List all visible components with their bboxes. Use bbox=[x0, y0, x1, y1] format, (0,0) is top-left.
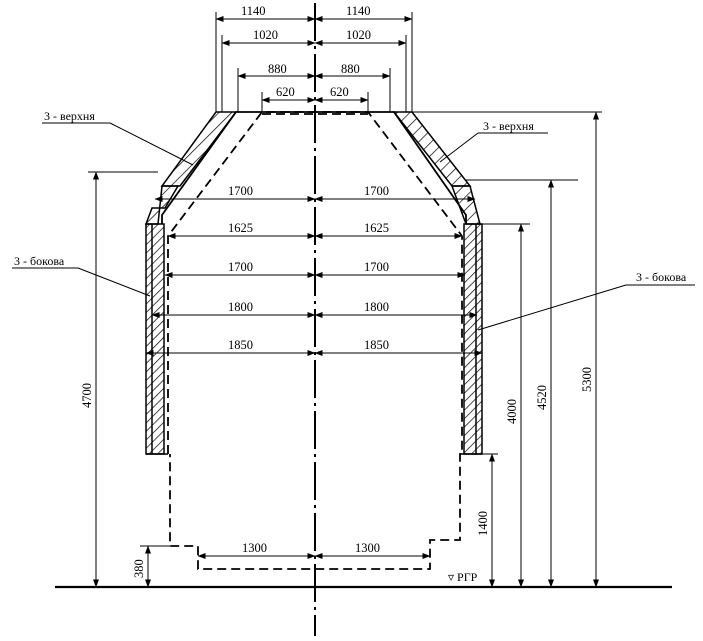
dim-1850-left-label: 1850 bbox=[228, 338, 253, 352]
dim-5300: 5300 bbox=[580, 111, 599, 588]
dim-1020-right-label: 1020 bbox=[346, 28, 371, 42]
dim-1700a-left-label: 1700 bbox=[228, 184, 253, 198]
dim-1850-right-label: 1850 bbox=[364, 338, 389, 352]
dim-5300-label: 5300 bbox=[580, 367, 594, 392]
label-side-right: 3 - бокова bbox=[636, 270, 687, 284]
dim-1300-right-label: 1300 bbox=[355, 541, 380, 555]
dim-1700b-left-label: 1700 bbox=[228, 260, 253, 274]
reinforcement-top-left bbox=[160, 111, 238, 187]
ground-label: ▿ РГР bbox=[448, 570, 478, 584]
dim-4700-label: 4700 bbox=[80, 383, 94, 408]
dim-1700a-right-label: 1700 bbox=[364, 184, 389, 198]
reinforcement-top-right bbox=[392, 111, 472, 187]
leader-side-left: 3 - бокова bbox=[12, 254, 151, 297]
dim-1850: 1850 1850 bbox=[145, 338, 483, 356]
dim-1625-right-label: 1625 bbox=[364, 221, 389, 235]
dim-1020: 1020 1020 bbox=[221, 28, 407, 46]
dim-4700: 4700 bbox=[80, 171, 99, 588]
dim-4000: 4000 bbox=[505, 223, 524, 588]
reinforcement-side-left bbox=[145, 223, 165, 455]
dim-1300: 1300 1300 bbox=[197, 541, 431, 559]
label-top-left: 3 - верхня bbox=[44, 109, 95, 123]
dim-380-label: 380 bbox=[132, 559, 146, 578]
dim-1700-lower: 1700 1700 bbox=[164, 260, 466, 278]
leader-top-left: 3 - верхня bbox=[42, 109, 194, 166]
dim-880-right-label: 880 bbox=[341, 62, 360, 76]
leader-top-right: 3 - верхня bbox=[439, 119, 548, 163]
label-side-left: 3 - бокова bbox=[14, 254, 65, 268]
dim-880: 880 880 bbox=[237, 62, 391, 79]
leader-side-right: 3 - бокова bbox=[477, 270, 695, 331]
dim-4520-label: 4520 bbox=[535, 385, 549, 410]
dim-1625: 1625 1625 bbox=[167, 221, 463, 239]
dim-620: 620 620 bbox=[261, 85, 369, 103]
dim-1400: 1400 bbox=[476, 453, 495, 588]
dim-1140-right-label: 1140 bbox=[346, 4, 371, 18]
dim-1800: 1800 1800 bbox=[151, 300, 478, 318]
dim-1140-left-label: 1140 bbox=[241, 4, 266, 18]
dim-1625-left-label: 1625 bbox=[228, 221, 253, 235]
dim-4520: 4520 bbox=[535, 179, 554, 588]
dim-1400-label: 1400 bbox=[476, 511, 490, 536]
dim-1700-upper: 1700 1700 bbox=[154, 184, 476, 202]
label-top-right: 3 - верхня bbox=[483, 119, 534, 133]
dim-880-left-label: 880 bbox=[268, 62, 287, 76]
dim-380: 380 bbox=[132, 545, 151, 588]
dim-1140: 1140 1140 bbox=[215, 4, 413, 22]
dim-4000-label: 4000 bbox=[505, 399, 519, 424]
dim-1700b-right-label: 1700 bbox=[364, 260, 389, 274]
dim-620-right-label: 620 bbox=[330, 85, 349, 99]
dim-1800-right-label: 1800 bbox=[364, 300, 389, 314]
dim-1020-left-label: 1020 bbox=[253, 28, 278, 42]
reinforcement-side-right bbox=[463, 223, 483, 455]
dim-1800-left-label: 1800 bbox=[228, 300, 253, 314]
dim-1300-left-label: 1300 bbox=[242, 541, 267, 555]
dim-620-left-label: 620 bbox=[276, 85, 295, 99]
